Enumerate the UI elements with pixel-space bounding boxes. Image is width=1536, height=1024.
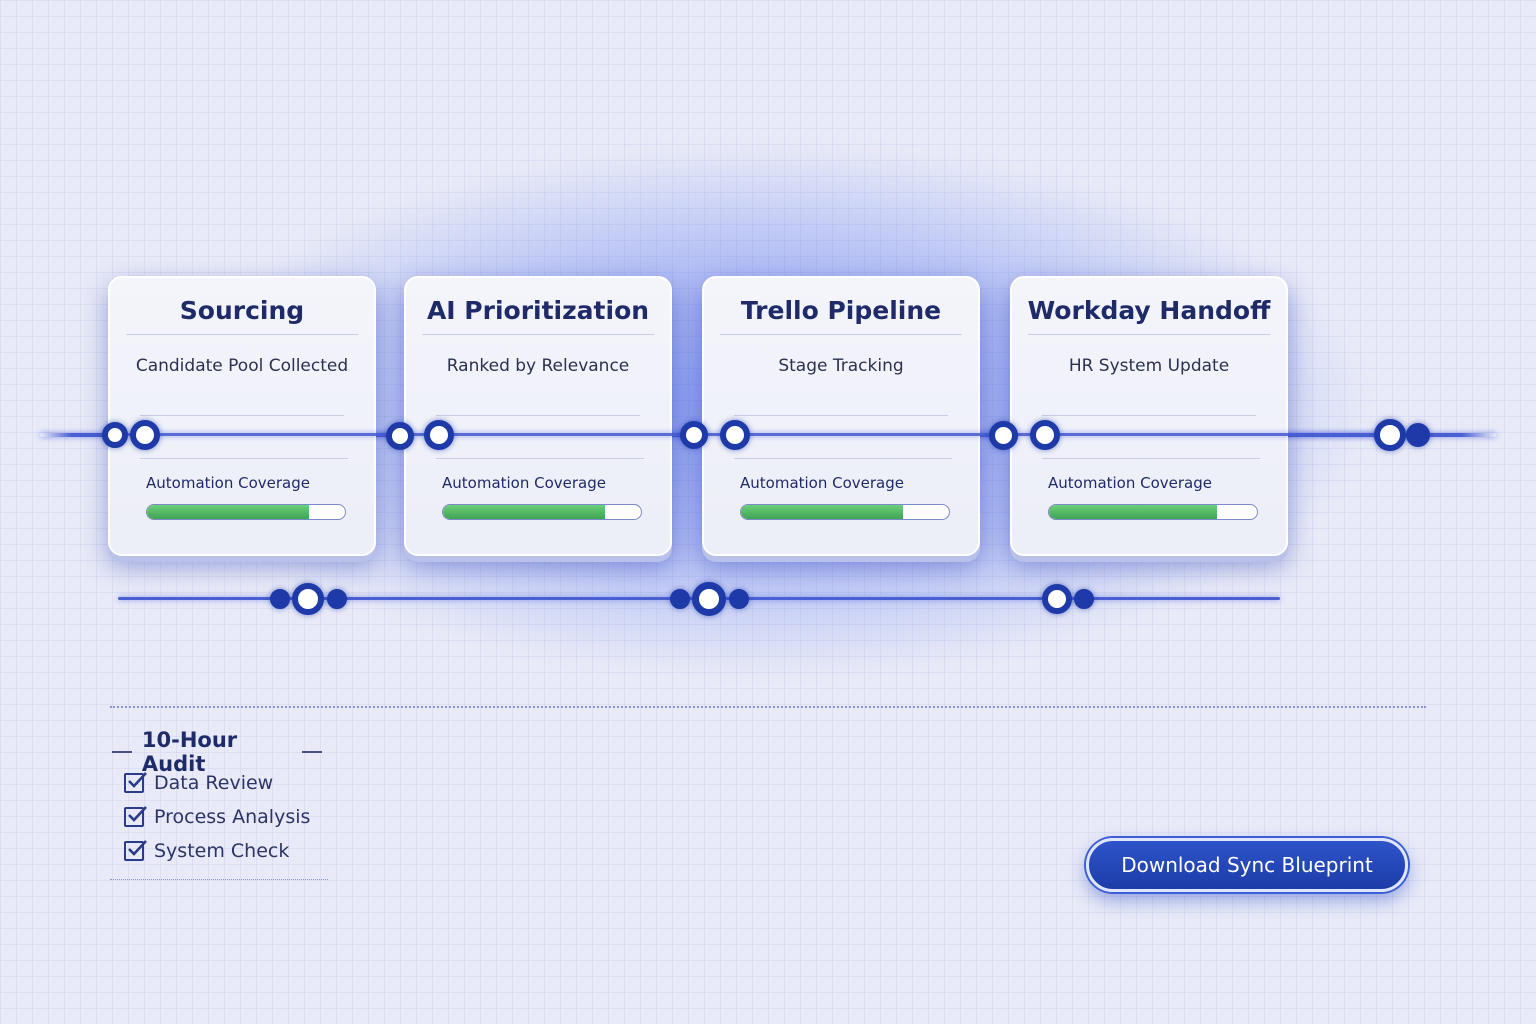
coverage-label: Automation Coverage bbox=[1048, 474, 1212, 492]
title-dash bbox=[302, 751, 323, 753]
divider bbox=[1042, 458, 1260, 459]
connector-node bbox=[424, 420, 454, 450]
coverage-progress-bar bbox=[740, 504, 950, 520]
checklist-label: System Check bbox=[154, 840, 290, 862]
checklist-separator bbox=[110, 879, 328, 880]
connector-node bbox=[989, 421, 1018, 450]
stage-subtitle: Stage Tracking bbox=[778, 356, 904, 376]
stage-title: Sourcing bbox=[179, 296, 305, 325]
stage-subtitle: Ranked by Relevance bbox=[446, 356, 630, 376]
stage-card-sourcing[interactable]: Sourcing Candidate Pool Collected Automa… bbox=[108, 276, 376, 556]
title-dash bbox=[112, 751, 132, 753]
download-sync-blueprint-button[interactable]: Download Sync Blueprint bbox=[1086, 838, 1408, 892]
coverage-progress-bar bbox=[1048, 504, 1258, 520]
sync-node bbox=[670, 589, 690, 609]
stage-subtitle: Candidate Pool Collected bbox=[135, 356, 349, 376]
checklist-item[interactable]: Process Analysis bbox=[124, 806, 310, 828]
coverage-label: Automation Coverage bbox=[442, 474, 606, 492]
pipeline-rail-left bbox=[40, 433, 120, 437]
coverage-progress-bar bbox=[146, 504, 346, 520]
coverage-fill bbox=[741, 505, 904, 519]
sync-node bbox=[327, 589, 347, 609]
sync-node bbox=[292, 583, 324, 615]
coverage-progress-bar bbox=[442, 504, 642, 520]
stage-title: Trello Pipeline bbox=[740, 296, 942, 325]
checklist-item[interactable]: Data Review bbox=[124, 772, 273, 794]
coverage-fill bbox=[147, 505, 310, 519]
divider bbox=[734, 415, 948, 416]
divider bbox=[126, 334, 358, 335]
connector-node bbox=[1374, 419, 1406, 451]
divider bbox=[734, 458, 952, 459]
connector-node bbox=[1406, 423, 1430, 447]
connector-node bbox=[720, 420, 750, 450]
sync-node bbox=[729, 589, 749, 609]
coverage-label: Automation Coverage bbox=[146, 474, 310, 492]
connector-node bbox=[1030, 420, 1060, 450]
pipeline-rail-right bbox=[1410, 433, 1496, 437]
sync-node bbox=[270, 589, 290, 609]
checkbox-checked-icon[interactable] bbox=[124, 840, 147, 861]
sync-node bbox=[1074, 589, 1094, 609]
connector-node bbox=[680, 421, 708, 449]
stage-title: AI Prioritization bbox=[426, 296, 650, 325]
divider bbox=[1042, 415, 1256, 416]
audit-title: 10-Hour Audit bbox=[112, 728, 323, 776]
divider bbox=[140, 458, 348, 459]
divider bbox=[720, 334, 962, 335]
coverage-fill bbox=[1049, 505, 1218, 519]
checkbox-checked-icon[interactable] bbox=[124, 806, 147, 827]
checklist-label: Process Analysis bbox=[154, 806, 311, 828]
stage-card-ai-prioritization[interactable]: AI Prioritization Ranked by Relevance Au… bbox=[404, 276, 672, 556]
connector-node bbox=[386, 422, 414, 450]
connector-node bbox=[102, 422, 128, 448]
checklist-item[interactable]: System Check bbox=[124, 840, 289, 862]
pipeline-rail-overlay bbox=[118, 433, 1418, 436]
divider bbox=[422, 334, 654, 335]
audit-title-text: 10-Hour Audit bbox=[141, 728, 238, 776]
checkbox-checked-icon[interactable] bbox=[124, 772, 147, 793]
divider bbox=[436, 415, 640, 416]
coverage-fill bbox=[443, 505, 606, 519]
stage-card-trello-pipeline[interactable]: Trello Pipeline Stage Tracking Automatio… bbox=[702, 276, 980, 556]
sync-node bbox=[692, 582, 726, 616]
divider bbox=[1028, 334, 1270, 335]
stage-subtitle: HR System Update bbox=[1068, 356, 1230, 376]
checklist-label: Data Review bbox=[154, 772, 274, 794]
divider bbox=[436, 458, 644, 459]
connector-node bbox=[130, 420, 160, 450]
stage-title: Workday Handoff bbox=[1027, 296, 1271, 325]
stage-card-workday-handoff[interactable]: Workday Handoff HR System Update Automat… bbox=[1010, 276, 1288, 556]
coverage-label: Automation Coverage bbox=[740, 474, 904, 492]
sync-node bbox=[1042, 584, 1072, 614]
section-separator bbox=[110, 706, 1426, 708]
divider bbox=[140, 415, 344, 416]
